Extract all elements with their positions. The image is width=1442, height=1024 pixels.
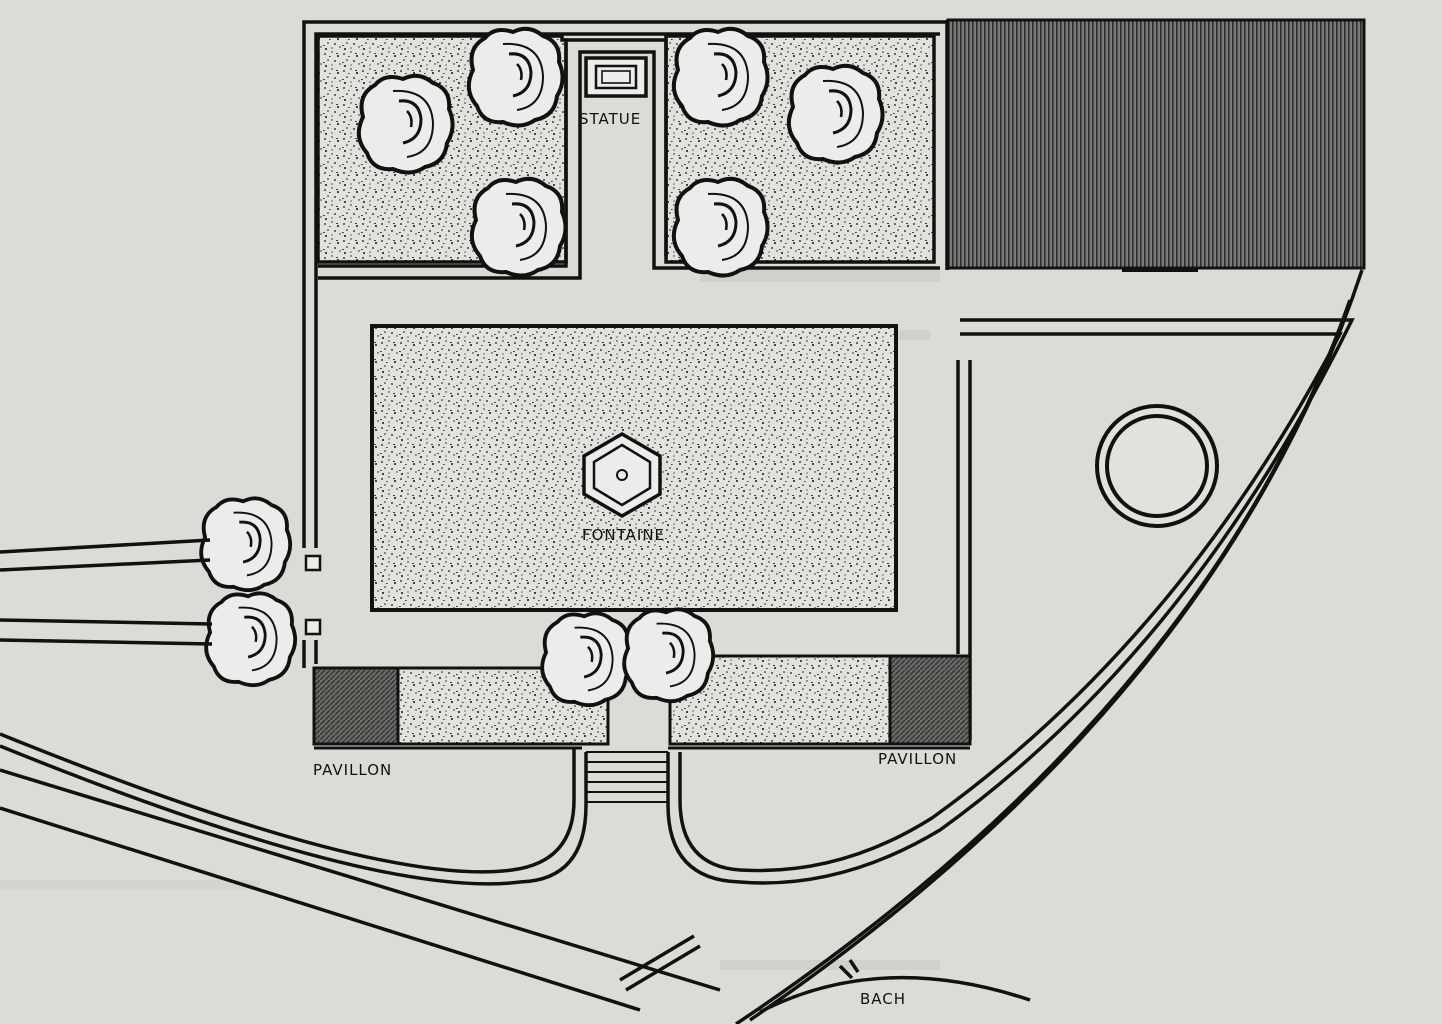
pavillon-right-block [888,654,972,746]
tree-icon [786,63,885,165]
fountain-lawn: FONTAINE [370,324,898,612]
lower-road [0,768,721,1012]
tree-icon [540,611,634,708]
statue-label: STATUE [579,110,641,128]
round-basin-inner [1105,414,1209,518]
pavillon-left-block [312,666,400,746]
pavillon-right-label: PAVILLON [878,750,957,768]
tree-icon [622,607,716,704]
tree-icon [356,73,455,175]
steps [586,751,668,803]
avenue-paths [0,538,213,646]
bach-label: BACH [860,990,906,1008]
outer-road [735,269,1364,1024]
fountain-outer-hexagon [582,431,662,519]
gate-post-lower [304,618,322,636]
pavillon-left-label: PAVILLON [313,761,392,779]
fontaine-label: FONTAINE [582,526,665,544]
tree-icon [671,176,770,278]
bach-brook [619,934,1031,1014]
round-basin-outer [1095,404,1219,528]
tree-icon [469,176,568,278]
drive-curves [0,318,1355,886]
fountain-icon [616,469,628,481]
tree-icon [199,496,293,593]
tree-icon [466,26,565,128]
statue-icon [594,64,638,90]
fountain-inner-hexagon [592,443,652,507]
tree-icon [671,26,770,128]
tree-icon [204,591,298,688]
building-block [946,18,1366,270]
gate-post-upper [304,554,322,572]
